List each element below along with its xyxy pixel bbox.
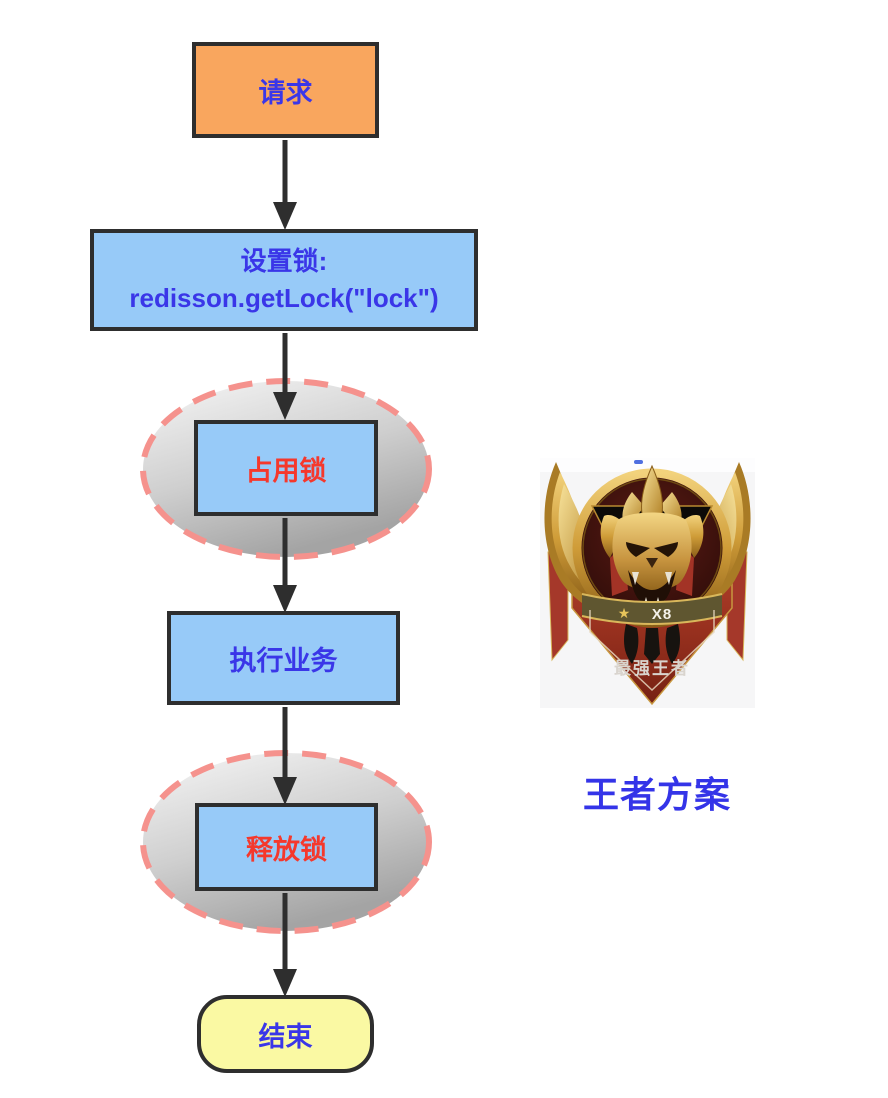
node-execute-business: 执行业务 — [167, 611, 400, 705]
king-badge-illustration: ★ X8 最强王者 — [540, 458, 755, 708]
arrow-exec-to-release-head — [273, 777, 297, 805]
badge-tiger-face-icon — [600, 464, 704, 606]
badge-pennant-trim — [589, 610, 715, 692]
badge-fang-right — [665, 572, 672, 585]
badge-photo-top-edge — [540, 458, 755, 472]
badge-multiplier-label: X8 — [652, 606, 672, 623]
arrow-request-to-setlock-head — [273, 202, 297, 230]
node-release-lock-label: 释放锁 — [246, 834, 327, 865]
node-execute-business-label: 执行业务 — [229, 645, 338, 676]
badge-eye-right — [654, 542, 678, 557]
flow-arrows — [273, 140, 297, 997]
node-occupy-lock-label: 占用锁 — [245, 455, 327, 486]
badge-fang-left — [632, 572, 639, 585]
badge-claw-center — [644, 628, 660, 664]
node-release-lock: 释放锁 — [195, 803, 378, 891]
king-badge-image: ★ X8 最强王者 — [540, 458, 755, 708]
arrow-occupy-to-exec-head — [273, 585, 297, 613]
badge-mouth — [628, 570, 676, 606]
badge-band-top-trim — [581, 593, 723, 603]
badge-helm-right — [684, 515, 704, 558]
node-occupy-lock: 占用锁 — [194, 420, 378, 516]
badge-claw-left — [624, 624, 639, 664]
node-request: 请求 — [192, 42, 379, 138]
badge-nose — [646, 558, 658, 568]
node-set-lock-line1: 设置锁: — [240, 246, 328, 276]
badge-star-icon: ★ — [618, 605, 631, 621]
badge-face-plate — [612, 512, 692, 591]
node-end-label: 结束 — [258, 1021, 313, 1052]
arrow-setlock-to-occupy-head — [273, 392, 297, 420]
badge-eye-left — [626, 542, 650, 557]
arrow-release-to-end-head — [273, 969, 297, 997]
plan-caption: 王者方案 — [583, 774, 732, 815]
badge-helm-left — [600, 515, 620, 558]
node-set-lock: 设置锁: redisson.getLock("lock") — [90, 229, 478, 331]
node-end: 结束 — [197, 995, 374, 1073]
badge-band-bottom-trim — [581, 615, 723, 625]
node-request-label: 请求 — [258, 77, 313, 108]
badge-rank-title: 最强王者 — [614, 658, 690, 678]
node-set-lock-line2: redisson.getLock("lock") — [129, 283, 439, 313]
badge-claw-right — [665, 624, 680, 664]
badge-cropped-blue-mark — [634, 460, 643, 464]
badge-claws — [624, 624, 680, 664]
badge-band-ribbon — [582, 594, 722, 624]
badge-rank-band: ★ X8 — [581, 593, 723, 625]
